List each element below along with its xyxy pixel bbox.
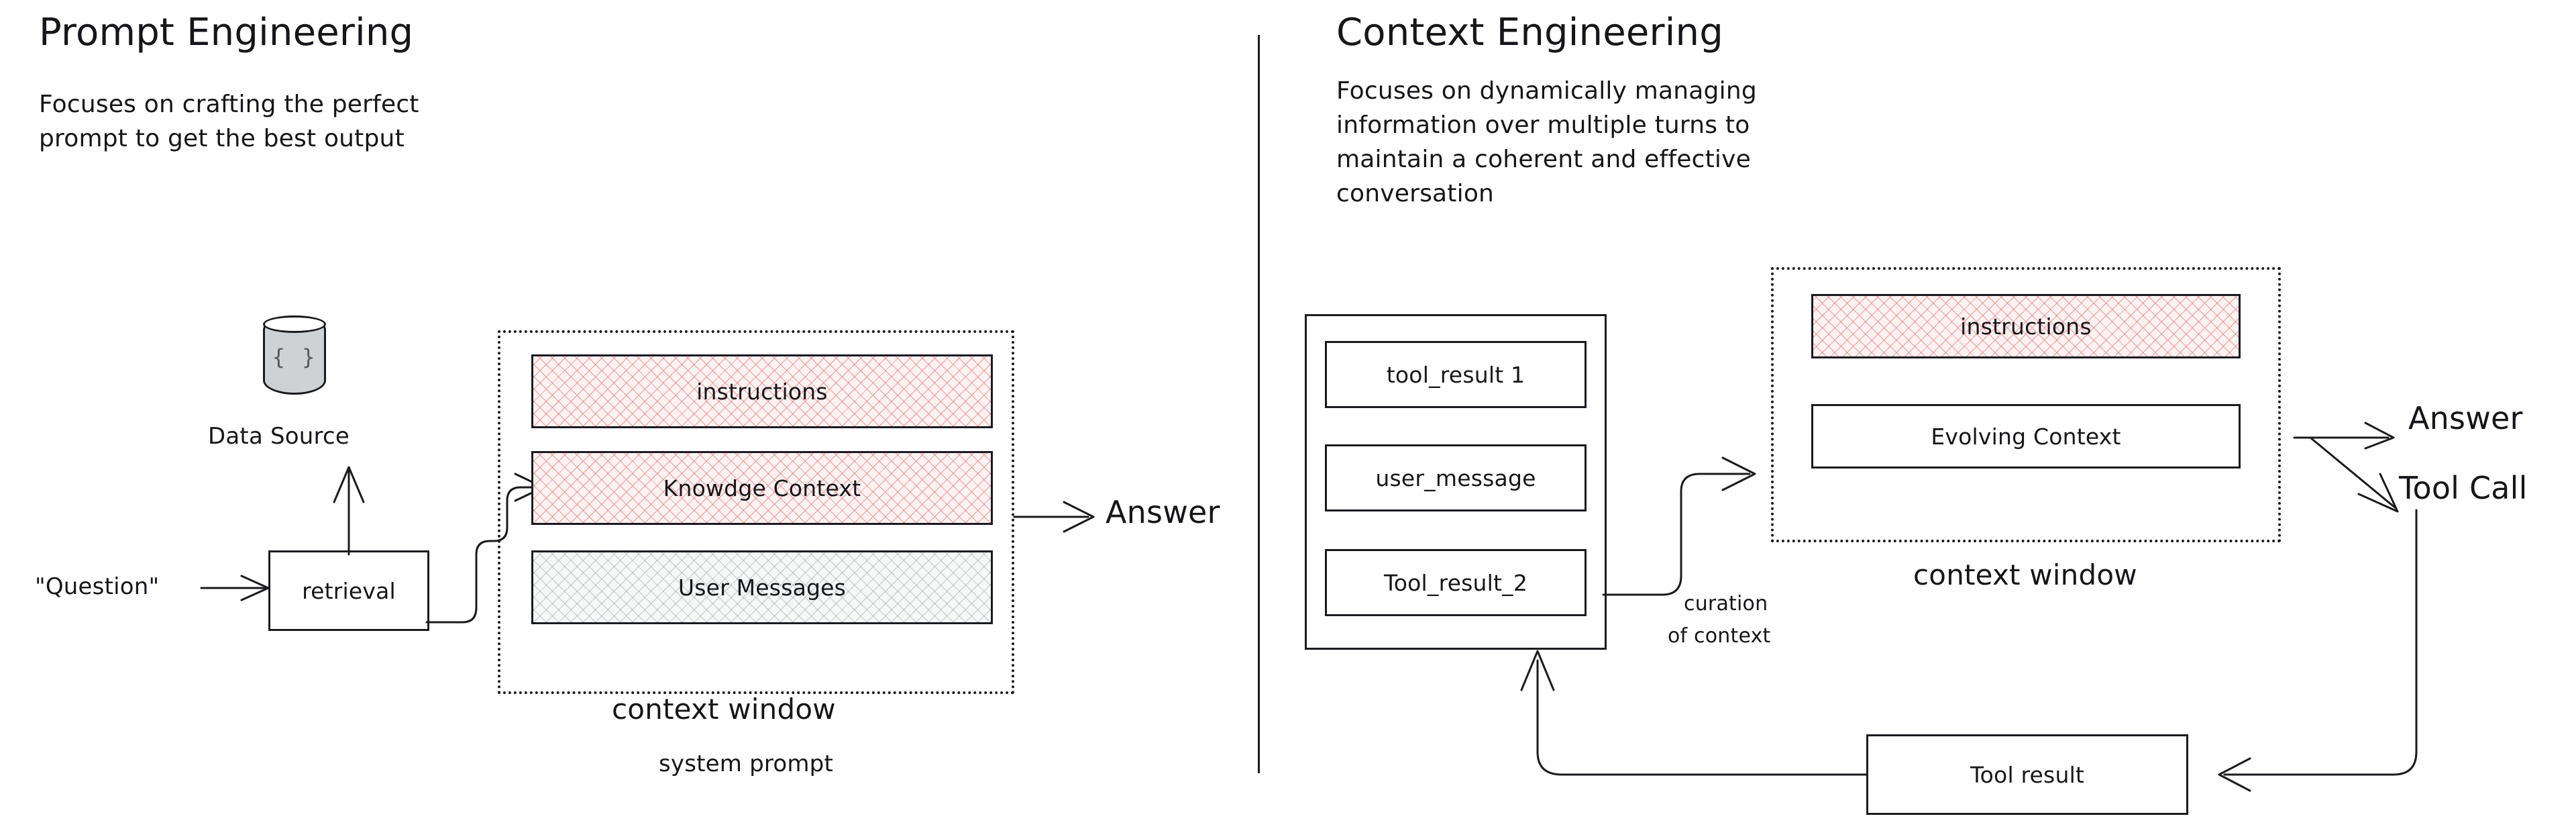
data-source-cylinder: { } — [263, 315, 326, 395]
arrow-context-to-answer — [1013, 501, 1095, 533]
history-block-tool-result-2-label: Tool_result_2 — [1383, 569, 1528, 596]
right-block-evolving-context[interactable]: Evolving Context — [1811, 404, 2241, 469]
history-block-user-message-label: user_message — [1375, 464, 1536, 491]
data-source-label: Data Source — [208, 423, 350, 450]
right-panel-title: Context Engineering — [1336, 11, 1723, 54]
left-block-instructions[interactable]: instructions — [531, 354, 993, 428]
history-block-tool-result-1[interactable]: tool_result 1 — [1325, 341, 1587, 408]
panel-divider — [1258, 35, 1260, 773]
history-block-tool-result-2[interactable]: Tool_result_2 — [1325, 549, 1587, 616]
right-answer-label: Answer — [2408, 400, 2523, 436]
question-label: "Question" — [35, 573, 160, 600]
right-context-window-caption: context window — [1913, 558, 2137, 591]
arrow-tool-result-to-history — [1520, 650, 1868, 776]
retrieval-label: retrieval — [302, 577, 396, 604]
tool-result-box[interactable]: Tool result — [1866, 734, 2188, 815]
tool-result-box-label: Tool result — [1970, 761, 2085, 788]
history-block-user-message[interactable]: user_message — [1325, 444, 1587, 511]
left-context-window-caption: context window — [612, 693, 836, 726]
tool-call-label: Tool Call — [2399, 470, 2528, 506]
arrow-retrieval-to-datasource — [333, 466, 365, 556]
right-block-evolving-context-label: Evolving Context — [1931, 423, 2121, 450]
right-block-instructions-label: instructions — [1960, 313, 2092, 340]
arrow-history-to-context-window — [1602, 456, 1756, 596]
left-answer-label: Answer — [1106, 494, 1220, 530]
left-context-window — [498, 330, 1014, 694]
left-block-user-messages[interactable]: User Messages — [531, 550, 993, 624]
right-block-instructions[interactable]: instructions — [1811, 294, 2241, 358]
arrow-toolcall-to-tool-result — [2218, 509, 2418, 792]
left-panel-title: Prompt Engineering — [39, 11, 414, 54]
system-prompt-caption: system prompt — [659, 750, 833, 777]
right-panel-subtitle: Focuses on dynamically managing informat… — [1336, 77, 1757, 208]
retrieval-box[interactable]: retrieval — [268, 550, 429, 631]
right-context-window — [1771, 267, 2281, 542]
left-block-knowledge-context[interactable]: Knowdge Context — [531, 451, 993, 525]
left-panel-subtitle: Focuses on crafting the perfect prompt t… — [39, 91, 419, 153]
curation-caption-line1: curation — [1684, 592, 1768, 616]
arrow-branch-answer-toolcall — [2293, 422, 2399, 513]
curation-caption-line2: of context — [1668, 624, 1771, 648]
left-block-user-messages-label: User Messages — [678, 574, 847, 601]
history-block-tool-result-1-label: tool_result 1 — [1386, 361, 1525, 388]
arrow-question-to-retrieval — [200, 575, 270, 601]
left-block-knowledge-context-label: Knowdge Context — [663, 475, 861, 501]
json-braces-icon: { } — [272, 344, 317, 370]
left-block-instructions-label: instructions — [696, 378, 828, 405]
